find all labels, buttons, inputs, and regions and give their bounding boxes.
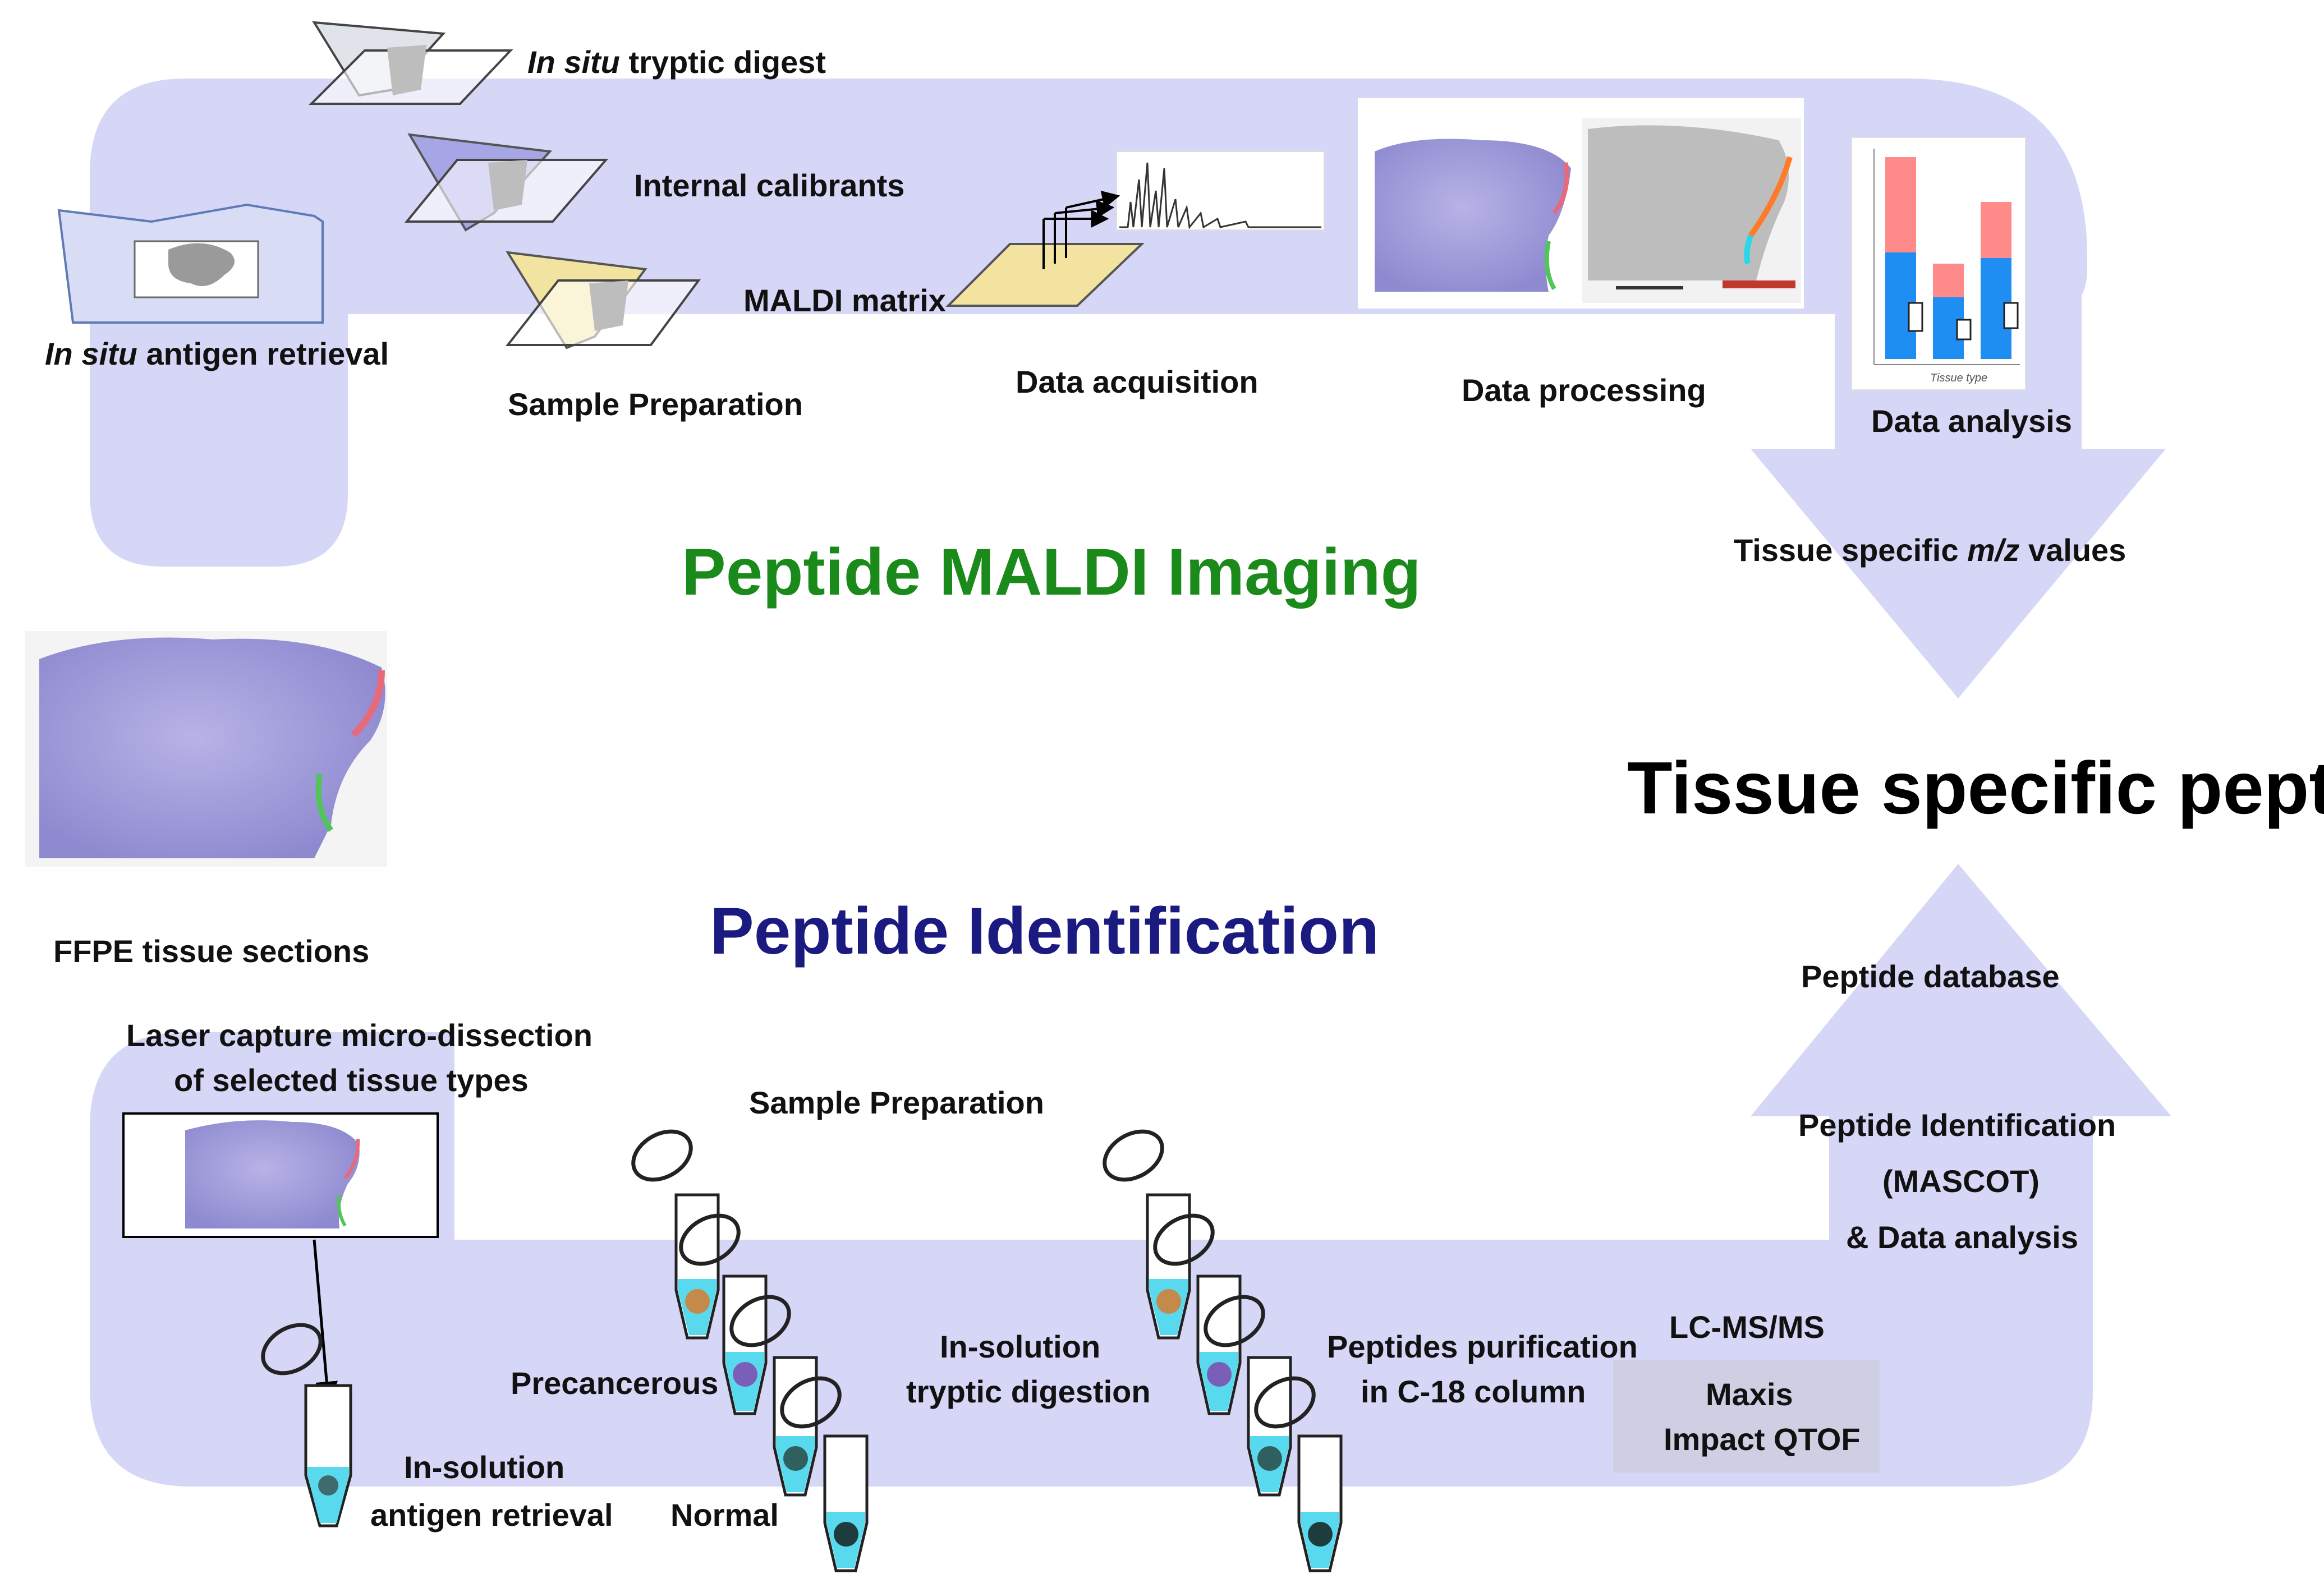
ffpe-tissue-image <box>25 631 387 867</box>
lcm-label-line2: of selected tissue types <box>174 1062 529 1098</box>
normal-label: Normal <box>670 1497 779 1533</box>
tryptic-digest-label: In situ tryptic digest <box>527 44 826 80</box>
peptide-database-label: Peptide database <box>1801 959 2060 994</box>
data-processing-images <box>1358 98 1804 309</box>
lcm-arrow <box>313 1239 338 1404</box>
identification-line1: Peptide Identification <box>1798 1107 2116 1143</box>
data-processing-label: Data processing <box>1462 372 1706 408</box>
up-arrow <box>1751 864 2171 1240</box>
identification-line3: & Data analysis <box>1846 1220 2078 1255</box>
internal-calibrants-label: Internal calibrants <box>634 168 904 203</box>
precancerous-label: Precancerous <box>511 1365 718 1401</box>
lcm-label-line1: Laser capture micro-dissection <box>126 1018 593 1053</box>
insolution-retrieval-line2: antigen retrieval <box>370 1497 613 1533</box>
insolution-digestion-line1: In-solution <box>940 1329 1100 1364</box>
data-acquisition-icon <box>945 151 1325 307</box>
insolution-retrieval-line1: In-solution <box>404 1450 564 1485</box>
tissue-specific-peptides-title: Tissue specific peptides <box>1627 747 2324 829</box>
lcms-label: LC-MS/MS <box>1669 1309 1825 1345</box>
data-acquisition-label: Data acquisition <box>1016 364 1259 399</box>
data-analysis-label: Data analysis <box>1871 403 2072 439</box>
purification-line2: in C-18 column <box>1361 1374 1586 1409</box>
insolution-digestion-line2: tryptic digestion <box>906 1374 1151 1409</box>
lcm-slide-image <box>122 1112 439 1238</box>
maldi-imaging-title: Peptide MALDI Imaging <box>682 535 1421 609</box>
ffpe-label: FFPE tissue sections <box>53 933 369 969</box>
plot-axis-label: Tissue type <box>1930 372 1987 384</box>
bottom-sample-preparation-label: Sample Preparation <box>749 1085 1044 1120</box>
tube-group-2 <box>1103 1129 1343 1572</box>
peptide-identification-title: Peptide Identification <box>710 894 1379 968</box>
antigen-retrieval-tube <box>261 1323 352 1527</box>
bottom-workflow-band <box>90 1032 2093 1487</box>
matrix-slide-icon <box>505 251 701 349</box>
instrument-line1: Maxis <box>1706 1377 1793 1412</box>
calibrant-slide-icon <box>404 133 609 232</box>
instrument-box <box>1613 1360 1880 1473</box>
identification-line2: (MASCOT) <box>1882 1163 2040 1199</box>
mz-values-label: Tissue specific m/z values <box>1734 532 2126 568</box>
instrument-line2: Impact QTOF <box>1664 1421 1861 1457</box>
purification-line1: Peptides purification <box>1327 1329 1638 1364</box>
data-analysis-plot: Tissue type <box>1851 137 2026 390</box>
maldi-matrix-label: MALDI matrix <box>743 283 946 318</box>
tryptic-digest-slide-icon <box>309 21 513 105</box>
antigen-retrieval-label: In situ antigen retrieval <box>45 336 389 371</box>
tube-group-1 <box>631 1129 869 1572</box>
down-arrow <box>1751 292 2166 698</box>
top-sample-preparation-label: Sample Preparation <box>508 387 803 422</box>
antigen-retrieval-slide-icon <box>57 203 324 324</box>
